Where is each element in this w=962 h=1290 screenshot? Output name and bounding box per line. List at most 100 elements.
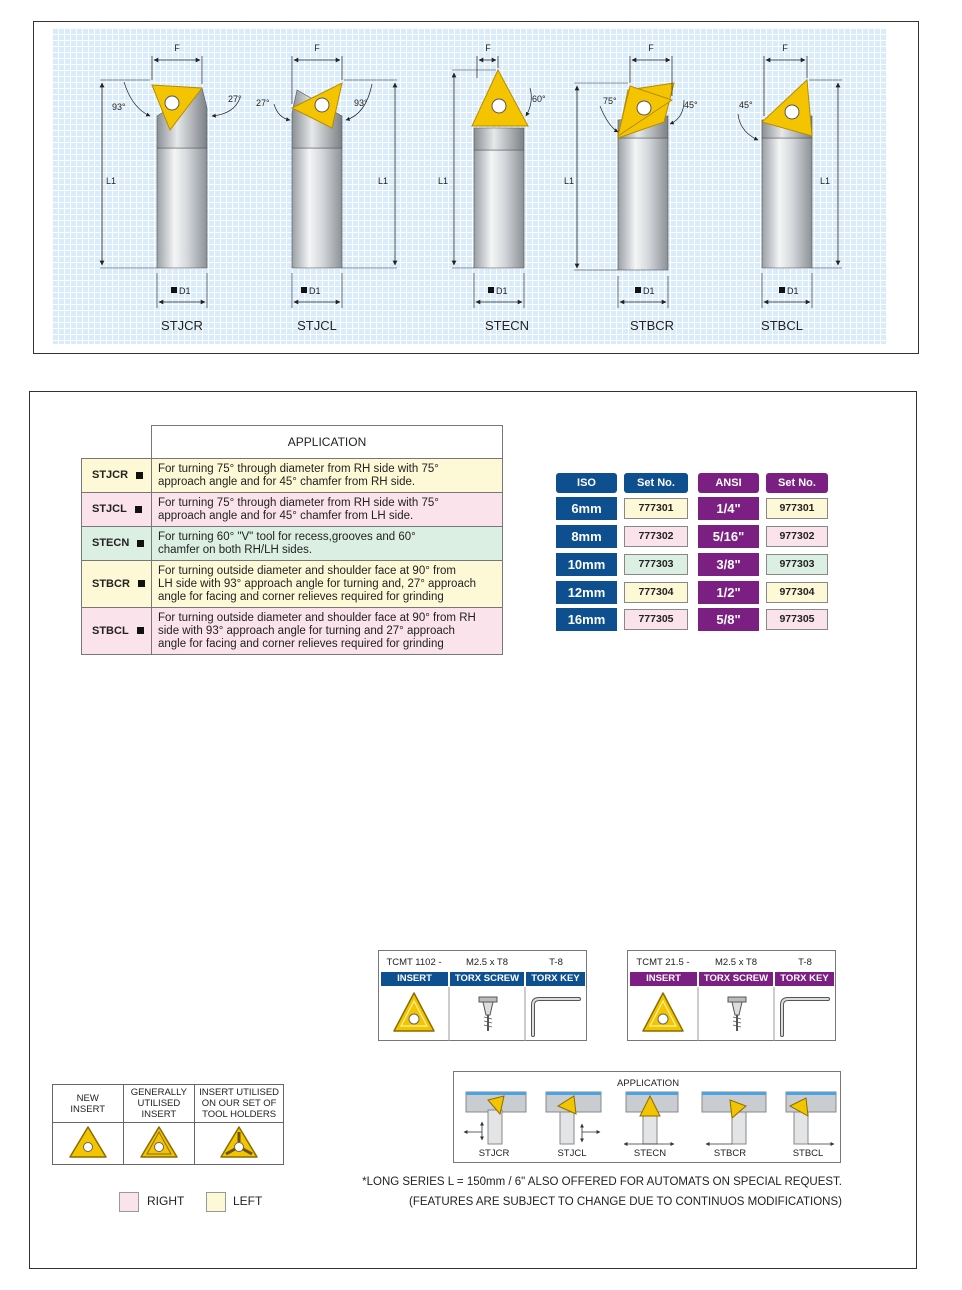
ansi-header: ANSI <box>698 473 759 493</box>
desc-line: angle for facing and corner relieves req… <box>158 590 444 603</box>
table-row: STBCR For turning outside diameter and s… <box>81 560 503 608</box>
dim-l1-label: L1 <box>378 176 388 186</box>
iso-size: 6mm <box>556 497 617 520</box>
dim-f-label: F <box>485 43 491 53</box>
dim-l1-label: L1 <box>438 176 448 186</box>
iso-size: 12mm <box>556 581 617 604</box>
angle-label: 45° <box>684 100 698 110</box>
dim-d1-label: D1 <box>643 286 655 296</box>
insert-spec-box-iso: TCMT 1102 - M2.5 x T8 T-8 INSERT TORX SC… <box>378 950 587 1041</box>
dim-f-label: F <box>314 43 320 53</box>
left-color-swatch <box>206 1192 226 1212</box>
dim-f-label: F <box>782 43 788 53</box>
app-stbcr <box>701 1091 767 1146</box>
iso-set-number: 777304 <box>624 582 688 603</box>
desc-line: approach angle and for 45° chamfer from … <box>158 509 414 522</box>
torx-screw-icon <box>478 996 498 1031</box>
ansi-set-number: 977303 <box>766 554 828 575</box>
app-stecn <box>623 1091 679 1146</box>
angle-label: 93° <box>354 98 368 108</box>
insert-spec-box-ansi: TCMT 21.5 - M2.5 x T8 T-8 INSERT TORX SC… <box>627 950 836 1041</box>
table-row: STJCR For turning 75° through diameter f… <box>81 458 503 493</box>
torx-screw-icon <box>727 996 747 1031</box>
tool-holder-diagram: F F F F F L1 L1 L1 L1 L1 D1 D1 D1 D1 D1 … <box>99 43 842 333</box>
iso-set-number: 777301 <box>624 498 688 519</box>
torx-screw-label: TORX SCREW <box>450 972 524 986</box>
ansi-size: 3/8" <box>698 553 759 576</box>
app-stjcr <box>463 1091 527 1145</box>
legend-text: INSERT <box>141 1109 177 1120</box>
desc-line: side with 93° approach angle for turning… <box>158 624 455 637</box>
screw-code: M2.5 x T8 <box>465 957 509 968</box>
torx-key-icon <box>780 997 830 1037</box>
holder-insert-icon <box>220 1126 258 1158</box>
tool-stbcl <box>737 56 842 308</box>
new-insert-icon <box>69 1126 107 1158</box>
insert-icon <box>393 992 435 1032</box>
app-label: STECN <box>634 1148 666 1159</box>
key-code: T-8 <box>798 957 812 968</box>
table-row: STJCL For turning 75° through diameter f… <box>81 492 503 527</box>
dim-d1-label: D1 <box>179 286 191 296</box>
tool-code: STJCR <box>92 469 129 481</box>
tool-stjcl <box>273 56 398 308</box>
dim-f-label: F <box>648 43 654 53</box>
legend-text: INSERT UTILISED <box>199 1087 280 1098</box>
desc-line: chamfer on both RH/LH sides. <box>158 543 313 556</box>
app-label: STJCL <box>557 1148 586 1159</box>
angle-label: 75° <box>603 96 617 106</box>
tool-code: STJCL <box>92 503 127 515</box>
desc-line: For turning 75° through diameter from RH… <box>158 496 439 509</box>
tool-name-label: STJCR <box>161 318 203 333</box>
app-label: STBCR <box>714 1148 746 1159</box>
tool-stjcr <box>99 56 241 308</box>
dim-f-label: F <box>174 43 180 53</box>
tool-diagram-frame <box>33 21 919 354</box>
specification-frame <box>29 391 917 1269</box>
dim-l1-label: L1 <box>106 176 116 186</box>
desc-line: For turning outside diameter and shoulde… <box>158 564 457 577</box>
ansi-set-header: Set No. <box>766 473 828 493</box>
tool-name-label: STBCR <box>630 318 674 333</box>
insert-label: INSERT <box>381 972 448 986</box>
tool-code: STBCR <box>92 577 130 590</box>
iso-size: 10mm <box>556 553 617 576</box>
legend-text: INSERT <box>70 1103 106 1115</box>
dim-d1-label: D1 <box>787 286 799 296</box>
tool-stbcr <box>574 56 685 308</box>
app-stjcl <box>545 1091 602 1145</box>
ansi-set-number: 977304 <box>766 582 828 603</box>
right-color-swatch <box>119 1192 139 1212</box>
legend-text: ON OUR SET OF <box>201 1098 277 1109</box>
iso-set-header: Set No. <box>624 473 688 493</box>
insert-code: TCMT 21.5 - <box>636 957 690 968</box>
ansi-size: 5/8" <box>698 608 759 631</box>
tool-code: STECN <box>92 537 130 549</box>
ansi-size: 1/2" <box>698 581 759 604</box>
app-label: STBCL <box>793 1148 824 1159</box>
right-legend-label: RIGHT <box>147 1194 185 1208</box>
legend-text: NEW <box>76 1092 99 1104</box>
desc-line: For turning 75° through diameter from RH… <box>158 462 439 475</box>
ansi-size: 5/16" <box>698 525 759 548</box>
iso-set-number: 777305 <box>624 609 688 630</box>
dim-l1-label: L1 <box>564 176 574 186</box>
iso-size: 16mm <box>556 608 617 631</box>
screw-code: M2.5 x T8 <box>714 957 758 968</box>
tool-name-label: STECN <box>485 318 529 333</box>
angle-label: 60° <box>532 94 546 104</box>
torx-screw-label: TORX SCREW <box>699 972 773 986</box>
ansi-set-number: 977301 <box>766 498 828 519</box>
left-legend-label: LEFT <box>233 1194 263 1208</box>
dim-d1-label: D1 <box>309 286 321 296</box>
dim-d1-label: D1 <box>496 286 508 296</box>
tool-diagram-background <box>52 28 887 344</box>
table-row: STECN For turning 60° "V" tool for reces… <box>81 526 503 561</box>
iso-set-number: 777303 <box>624 554 688 575</box>
features-note: (FEATURES ARE SUBJECT TO CHANGE DUE TO C… <box>408 1196 842 1208</box>
angle-label: 45° <box>739 100 753 110</box>
tool-name-label: STJCL <box>297 318 337 333</box>
insert-label: INSERT <box>630 972 697 986</box>
app-label: STJCR <box>479 1148 510 1159</box>
